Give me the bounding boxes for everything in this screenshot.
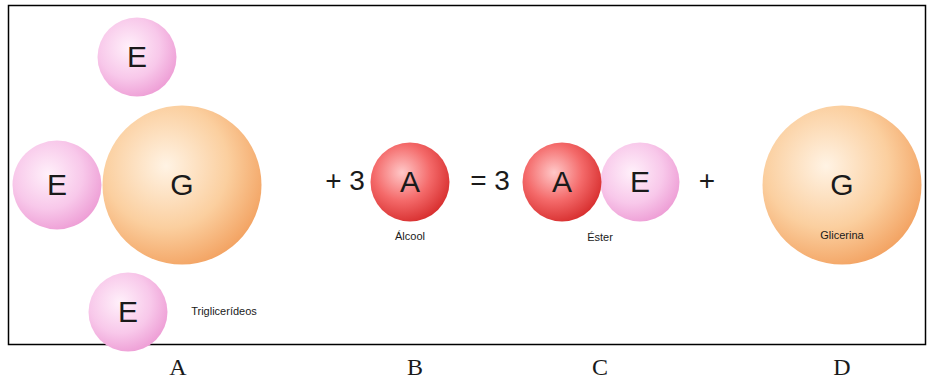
circle-fill [98,18,177,97]
coefficient-label: = 3 [470,165,510,197]
formula-letter: E [118,295,138,329]
alcohol-circle: AÁlcool [370,142,450,222]
panel-letter: C [592,354,608,381]
operator-label: + [699,165,715,197]
circle-fill [523,143,602,222]
ester-group-circle: E [600,142,680,222]
circle-fill [103,106,262,265]
formula-letter: A [400,165,420,199]
circle-fill [763,106,922,265]
substance-name: Álcool [395,230,425,242]
alcohol-circle: A [522,142,602,222]
circle-fill [13,141,102,230]
circle-fill [371,143,450,222]
substance-name: Glicerina [820,229,863,241]
panel-letter: D [833,354,850,381]
product-label: Éster [587,231,613,243]
formula-letter: E [47,168,67,202]
ester-group-circle: E [97,17,177,97]
formula-letter: E [127,40,147,74]
formula-letter: G [170,168,193,202]
panel-letter: B [407,354,423,381]
coefficient-label: + 3 [325,165,365,197]
formula-letter: A [552,165,572,199]
formula-letter: E [630,165,650,199]
circle-fill [89,273,168,352]
panel-letter: A [169,354,186,381]
circle-fill [601,143,680,222]
glycerol-circle: G [102,105,262,265]
ester-group-circle: E [12,140,102,230]
ester-group-circle: E [88,272,168,352]
reactant-label: Triglicerídeos [191,305,257,317]
formula-letter: G [830,168,853,202]
glycerol-circle: G Glicerina [762,105,922,265]
